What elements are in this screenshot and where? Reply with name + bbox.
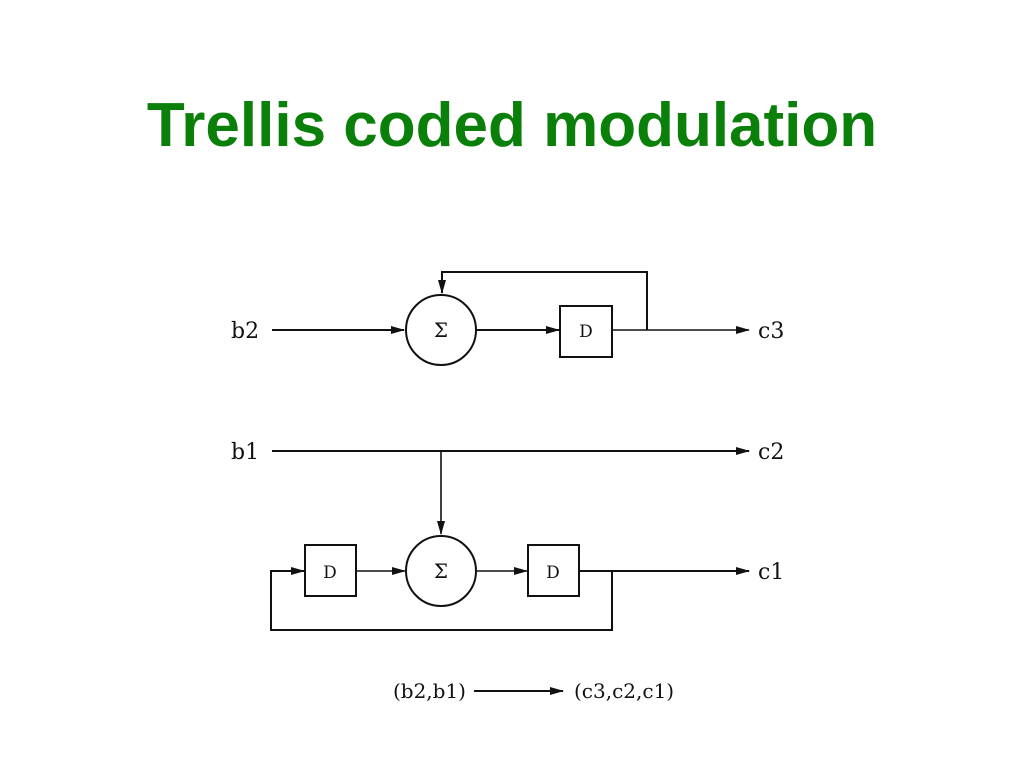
sum-bottom-label: Σ <box>434 559 448 583</box>
feedback-top <box>438 271 648 330</box>
sum-top-label: Σ <box>434 318 448 342</box>
label-b2: b2 <box>231 319 259 344</box>
delay-top-label: D <box>579 322 593 342</box>
delay-top <box>559 305 613 358</box>
feedback-bottom <box>270 567 613 631</box>
label-c2: c2 <box>758 440 784 465</box>
mapping-to: (c3,c2,c1) <box>574 679 674 703</box>
slide-title: Trellis coded modulation <box>146 91 878 160</box>
label-b1: b1 <box>231 440 259 465</box>
delay-bottom-right-label: D <box>546 563 560 583</box>
mapping-from: (b2,b1) <box>393 679 466 703</box>
label-c3: c3 <box>758 319 784 344</box>
delay-bottom-left-label: D <box>323 563 337 583</box>
label-c1: c1 <box>758 560 784 585</box>
